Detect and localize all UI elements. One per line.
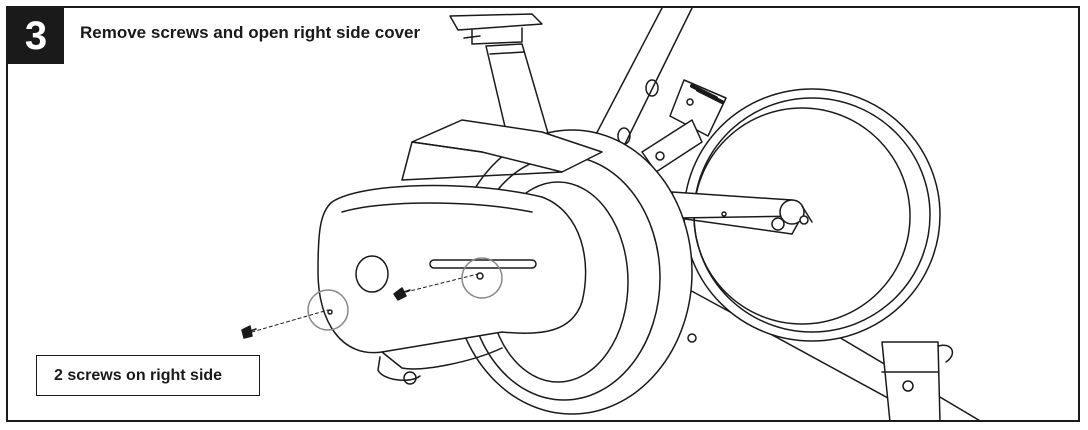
front-stabilizer (881, 341, 954, 420)
screw-icon (393, 287, 411, 301)
brake-assembly (641, 79, 727, 173)
bike-right-side-illustration (241, 8, 981, 420)
step-title: Remove screws and open right side cover (80, 23, 421, 42)
callout-note: 2 screws on right side (36, 355, 260, 396)
step-number: 3 (8, 8, 64, 64)
screw-icon (241, 325, 257, 339)
right-side-cover (317, 184, 587, 385)
seat-post (449, 13, 551, 149)
guard-top-cover (401, 119, 603, 181)
instruction-panel: 3 Remove screws and open right side cove… (6, 6, 1080, 422)
callout-text: 2 screws on right side (54, 366, 223, 384)
screw-indicators (241, 257, 503, 339)
flywheel-arm (671, 191, 813, 235)
